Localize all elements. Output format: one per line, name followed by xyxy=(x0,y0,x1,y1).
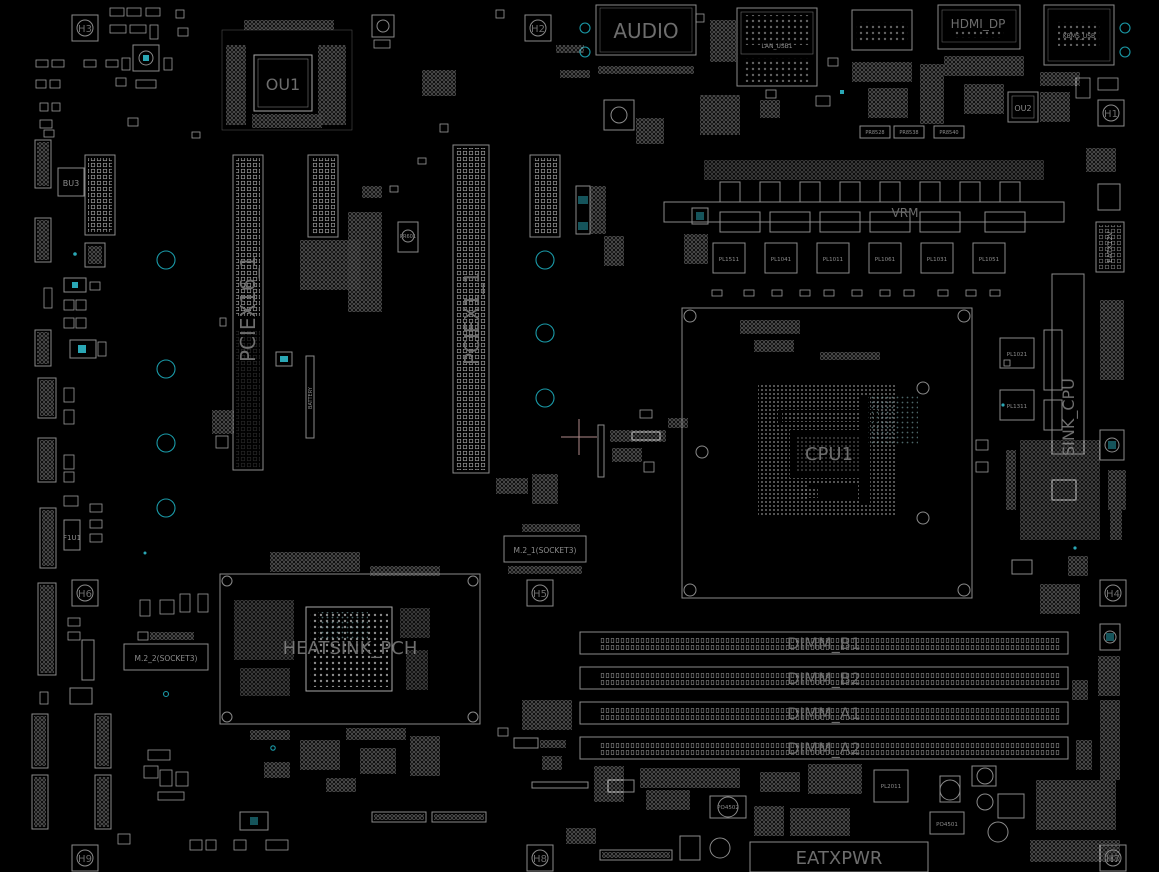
header-block-center-left: PR601 xyxy=(300,154,427,312)
pch-heatsink[interactable]: HEATSINK_PCH xyxy=(219,552,481,725)
h9-label: H9 xyxy=(78,854,92,865)
bu3-label: BU3 xyxy=(63,179,79,188)
pcie-x1-slot[interactable]: PCIEX1_1 xyxy=(452,144,561,474)
pcie-x16-slot[interactable]: PCIEX16_1 xyxy=(212,154,264,471)
ou2-label: OU2 xyxy=(1014,104,1031,113)
top-right-passives: PR8528 PR8538 PR8540 xyxy=(603,64,1119,144)
mounting-hole-h9[interactable]: H9 xyxy=(71,844,99,872)
dimm-slot-b1[interactable]: DIMM_B1 xyxy=(579,631,1069,655)
eatxpwr-connector[interactable]: EATXPWR xyxy=(749,841,929,872)
pl1011-label: PL1011 xyxy=(823,257,843,263)
audio-label: AUDIO xyxy=(613,19,678,43)
sink-cpu-label: SINK_CPU xyxy=(1059,378,1079,456)
h4-label: H4 xyxy=(1106,589,1120,600)
bottom-center-parts: PL2011 PO4501 PO4502 xyxy=(566,764,1025,861)
audio-connector[interactable]: AUDIO xyxy=(556,4,697,78)
left-lower-passives xyxy=(39,593,289,851)
component-bu3[interactable]: BU3 xyxy=(57,167,85,197)
pr8538-label: PR8538 xyxy=(899,130,918,136)
standoff-holes-left xyxy=(73,250,176,555)
po4502-label: PO4502 xyxy=(717,805,739,811)
dimm-side-parts xyxy=(497,700,624,802)
kbms-label: KBMS_USB xyxy=(1063,33,1095,40)
dimm-b1-label: DIMM_B1 xyxy=(787,634,861,654)
cursor-crosshair xyxy=(561,419,597,455)
h5-label: H5 xyxy=(533,589,547,600)
hdmi-label: HDMI_DP xyxy=(951,17,1006,31)
below-pch-parts xyxy=(239,728,487,831)
m2-1-socket[interactable]: M.2_1(SOCKET3) xyxy=(496,474,587,574)
pciex1-label: PCIEX1_1 xyxy=(460,271,484,365)
pl-inductors: PL1511 PL1041 PL1011 PL1061 PL1031 PL105… xyxy=(712,242,1035,421)
mounting-hole-h2[interactable]: H2 xyxy=(524,14,552,42)
pl1051-label: PL1051 xyxy=(979,257,999,263)
mounting-hole-h7[interactable]: H7 xyxy=(1099,844,1127,872)
eatxpwr-label: EATXPWR xyxy=(796,848,883,869)
dimm-a1-label: DIMM_A1 xyxy=(787,704,861,724)
pr601-label: PR601 xyxy=(400,234,416,240)
vrm-area: VRM xyxy=(663,160,1065,264)
h6-label: H6 xyxy=(78,589,92,600)
cpu-sink-bracket[interactable]: SINK_CPU xyxy=(1043,273,1085,456)
vrm-label: VRM xyxy=(892,206,919,220)
right-side-passives xyxy=(975,300,1126,862)
cpu-label: CPU1 xyxy=(805,444,853,465)
component-ou2[interactable]: OU2 xyxy=(1007,91,1070,123)
mounting-hole-h4[interactable]: H4 xyxy=(1099,579,1127,607)
battery-holder[interactable]: BATTERY xyxy=(275,351,315,439)
left-edge-connectors xyxy=(31,139,112,830)
dimm-b2-label: DIMM_B2 xyxy=(787,669,861,689)
h1-label: H1 xyxy=(1104,109,1118,120)
cpu-left-parts xyxy=(575,185,688,478)
pl1061-label: PL1061 xyxy=(875,257,895,263)
pl1511-label: PL1511 xyxy=(719,257,739,263)
mounting-hole-h1[interactable]: H1 xyxy=(1097,99,1125,127)
dimm-a2-label: DIMM_A2 xyxy=(787,739,861,759)
h7-label: H7 xyxy=(1106,854,1120,865)
m2-1-label: M.2_1(SOCKET3) xyxy=(514,546,577,555)
h3-label: H3 xyxy=(78,24,92,35)
pl1031-label: PL1031 xyxy=(927,257,947,263)
m2-2-label: M.2_2(SOCKET3) xyxy=(135,654,198,663)
component-u1[interactable] xyxy=(132,44,160,72)
po4501-label: PO4501 xyxy=(936,822,958,828)
kbms-connector[interactable]: KBMS_USB xyxy=(1043,4,1115,66)
mounting-hole-h8[interactable]: H8 xyxy=(526,844,554,872)
vrm-small-pads xyxy=(711,289,1001,297)
dimm-slot-b2[interactable]: DIMM_B2 xyxy=(579,666,1069,690)
heatsink-pch-label: HEATSINK_PCH xyxy=(283,638,418,659)
eatx12v-connector[interactable]: EATX12V xyxy=(1086,148,1125,273)
usb-connector-2[interactable] xyxy=(827,9,913,82)
top-left-passives xyxy=(35,7,201,139)
dimm-slot-a2[interactable]: DIMM_A2 xyxy=(579,736,1069,760)
f1u1-label: F1U1 xyxy=(63,534,81,542)
usb-lan-connector[interactable]: LAN_USB1 xyxy=(695,7,818,99)
h2-label: H2 xyxy=(531,24,545,35)
lan-usb-label: LAN_USB1 xyxy=(761,43,792,50)
battery-label: BATTERY xyxy=(308,386,314,409)
mounting-hole-h5[interactable]: H5 xyxy=(526,579,554,607)
pr8540-label: PR8540 xyxy=(939,130,958,136)
hdmi-connector[interactable]: HDMI_DP xyxy=(937,4,1024,76)
pl1041-label: PL1041 xyxy=(771,257,791,263)
dimm-slot-a1[interactable]: DIMM_A1 xyxy=(579,701,1069,725)
pl2011-label: PL2011 xyxy=(881,784,901,790)
h8-label: H8 xyxy=(533,854,547,865)
pl1311-label: PL1311 xyxy=(1007,404,1027,410)
mounting-hole-h3[interactable]: H3 xyxy=(71,14,99,42)
eatx12v-label: EATX12V xyxy=(1106,231,1114,263)
left-mid-passives: F1U1 xyxy=(43,277,107,551)
ou1-label: OU1 xyxy=(266,75,300,94)
chip-ou1[interactable]: OU1 xyxy=(221,9,505,133)
header-block-left xyxy=(84,154,116,268)
m2-2-socket[interactable]: M.2_2(SOCKET3) xyxy=(123,631,209,698)
pr8528-label: PR8528 xyxy=(865,130,884,136)
pl1021-label: PL1021 xyxy=(1007,352,1027,358)
pciex16-label: PCIEX16_1 xyxy=(236,256,260,362)
mounting-hole-h6[interactable]: H6 xyxy=(71,579,99,607)
cpu-socket[interactable]: CPU1 xyxy=(681,307,973,599)
